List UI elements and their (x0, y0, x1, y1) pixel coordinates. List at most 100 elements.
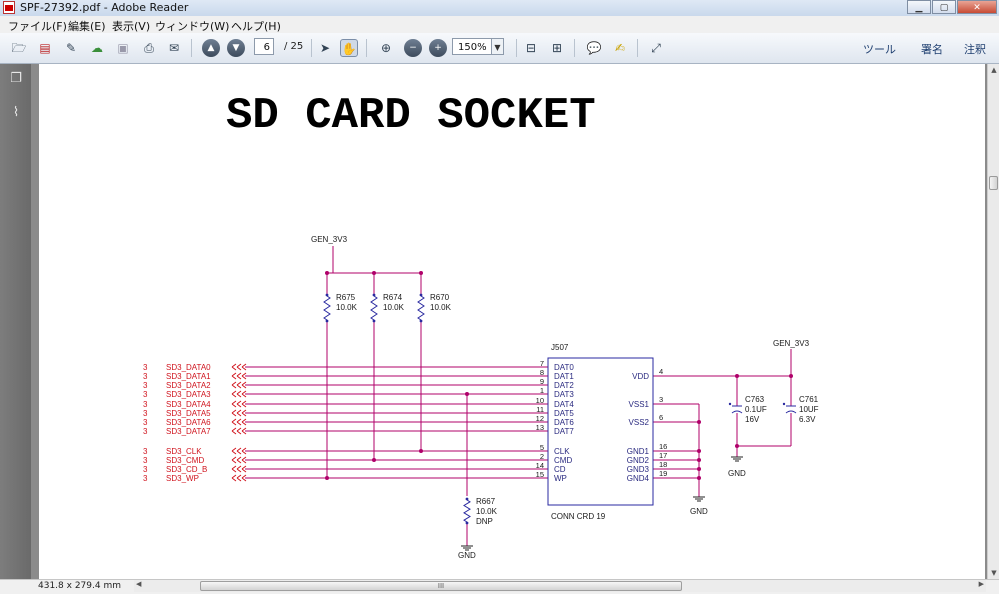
fit-page-icon[interactable]: ⊟ (522, 39, 540, 57)
signal-net-label: SD3_DATA2 (166, 381, 211, 390)
off-page-connector (232, 373, 246, 379)
fullscreen-icon[interactable]: ⤢ (647, 39, 665, 57)
vertical-scrollbar[interactable]: ▲ ▼ (987, 64, 999, 579)
menu-edit[interactable]: 編集(E) (68, 18, 106, 34)
connector-pin-label: DAT7 (554, 427, 574, 436)
minimize-button[interactable]: ▁ (907, 0, 931, 14)
page-number-input[interactable]: 6 (254, 38, 274, 55)
resistor-symbol (371, 296, 377, 320)
connector-pin-label: VSS2 (629, 418, 650, 427)
signal-net-label: SD3_DATA1 (166, 372, 211, 381)
connector-pin-number: 16 (659, 442, 667, 451)
connector-pin-label: GND1 (627, 447, 650, 456)
tools-pane-button[interactable]: ツール (863, 41, 896, 57)
capacitor-ref: C761 (799, 395, 819, 404)
toolbar-separator (366, 39, 367, 57)
polarity-mark (783, 403, 785, 405)
ground-label: GND (728, 469, 746, 478)
resistor-ref: R670 (430, 293, 450, 302)
fit-width-icon[interactable]: ⊞ (548, 39, 566, 57)
email-icon[interactable]: ✉ (165, 39, 183, 57)
navigation-pane: ❐ ⌇ (0, 64, 31, 579)
page-size-readout: 431.8 x 279.4 mm (38, 581, 121, 591)
resistor-ref: R667 (476, 497, 496, 506)
zoom-out-icon[interactable]: − (404, 39, 422, 57)
sheet-ref: 3 (143, 390, 148, 399)
save-icon[interactable]: ▣ (114, 39, 132, 57)
next-page-icon[interactable]: ▼ (227, 39, 245, 57)
horizontal-scrollbar[interactable]: ◀ III ▶ (134, 580, 986, 592)
close-button[interactable]: ✕ (957, 0, 997, 14)
signal-net-label: SD3_CMD (166, 456, 204, 465)
zoom-in-icon[interactable]: + (429, 39, 447, 57)
vertical-scroll-thumb[interactable] (989, 176, 998, 190)
edit-icon[interactable]: ✎ (62, 39, 80, 57)
resistor-value: 10.0K (476, 507, 498, 516)
connector-ref: J507 (551, 343, 569, 352)
signal-net-label: SD3_DATA0 (166, 363, 211, 372)
connector-pin-label: DAT0 (554, 363, 574, 372)
resistor-ref: R674 (383, 293, 403, 302)
capacitor-voltage: 16V (745, 415, 760, 424)
connector-pin-label: DAT6 (554, 418, 574, 427)
junction-dot (325, 476, 329, 480)
chevron-down-icon[interactable]: ▼ (491, 38, 504, 55)
signal-net-label: SD3_WP (166, 474, 199, 483)
upload-cloud-icon[interactable]: ☁ (88, 39, 106, 57)
sheet-ref: 3 (143, 409, 148, 418)
connector-pin-label: GND4 (627, 474, 650, 483)
ground-label: GND (690, 507, 708, 516)
menu-window[interactable]: ウィンドウ(W) (155, 18, 229, 34)
connector-pin-label: CMD (554, 456, 572, 465)
sheet-ref: 3 (143, 372, 148, 381)
open-icon[interactable]: 🗁 (10, 39, 28, 57)
menu-bar: ファイル(F) 編集(E) 表示(V) ウィンドウ(W) ヘルプ(H) (0, 16, 999, 34)
connector-pin-label: DAT4 (554, 400, 574, 409)
off-page-connector (232, 448, 246, 454)
highlight-icon[interactable]: ✍ (611, 39, 629, 57)
menu-view[interactable]: 表示(V) (112, 18, 150, 34)
pdf-page: SD CARD SOCKET GEN_3V3R67510.0KR67410.0K… (39, 64, 985, 579)
horizontal-scroll-thumb[interactable]: III (200, 581, 682, 591)
resistor-value: 10.0K (430, 303, 452, 312)
previous-page-icon[interactable]: ▲ (202, 39, 220, 57)
print-icon[interactable]: ⎙ (140, 39, 158, 57)
connector-pin-number: 17 (659, 451, 667, 460)
sheet-ref: 3 (143, 400, 148, 409)
sheet-ref: 3 (143, 456, 148, 465)
signal-net-label: SD3_DATA3 (166, 390, 211, 399)
connector-pin-number: 3 (659, 395, 663, 404)
pin-dot (373, 294, 376, 297)
document-area: SD CARD SOCKET GEN_3V3R67510.0KR67410.0K… (31, 64, 987, 579)
off-page-connector (232, 364, 246, 370)
off-page-connector (232, 401, 246, 407)
off-page-connector (232, 475, 246, 481)
hand-tool-icon[interactable]: ✋ (340, 39, 358, 57)
pages-thumbnail-icon[interactable]: ❐ (8, 70, 24, 88)
attachments-icon[interactable]: ⌇ (8, 104, 24, 122)
comment-pane-button[interactable]: 注釈 (964, 41, 986, 57)
connector-pin-number: 18 (659, 460, 667, 469)
zoom-tool-icon[interactable]: ⊕ (377, 39, 395, 57)
connector-pin-label: DAT1 (554, 372, 574, 381)
window-controls: ▁ ▢ ✕ (906, 0, 997, 15)
comment-icon[interactable]: 💬 (585, 39, 603, 57)
connector-pin-number: 14 (536, 461, 544, 470)
connector-pin-number: 9 (540, 377, 544, 386)
resistor-ref: R675 (336, 293, 356, 302)
menu-help[interactable]: ヘルプ(H) (231, 18, 281, 34)
sheet-ref: 3 (143, 418, 148, 427)
connector-pin-number: 2 (540, 452, 544, 461)
signal-net-label: SD3_DATA4 (166, 400, 211, 409)
zoom-input[interactable]: 150% (452, 38, 492, 55)
maximize-button[interactable]: ▢ (932, 0, 956, 14)
sign-pane-button[interactable]: 署名 (921, 41, 943, 57)
ground-label: GND (458, 551, 476, 560)
toolbar-separator (191, 39, 192, 57)
menu-file[interactable]: ファイル(F) (8, 18, 67, 34)
capacitor-value: 10UF (799, 405, 819, 414)
toolbar-separator (574, 39, 575, 57)
create-pdf-icon[interactable]: ▤ (36, 39, 54, 57)
capacitor-value: 0.1UF (745, 405, 767, 414)
select-cursor-icon[interactable]: ➤ (316, 39, 334, 57)
